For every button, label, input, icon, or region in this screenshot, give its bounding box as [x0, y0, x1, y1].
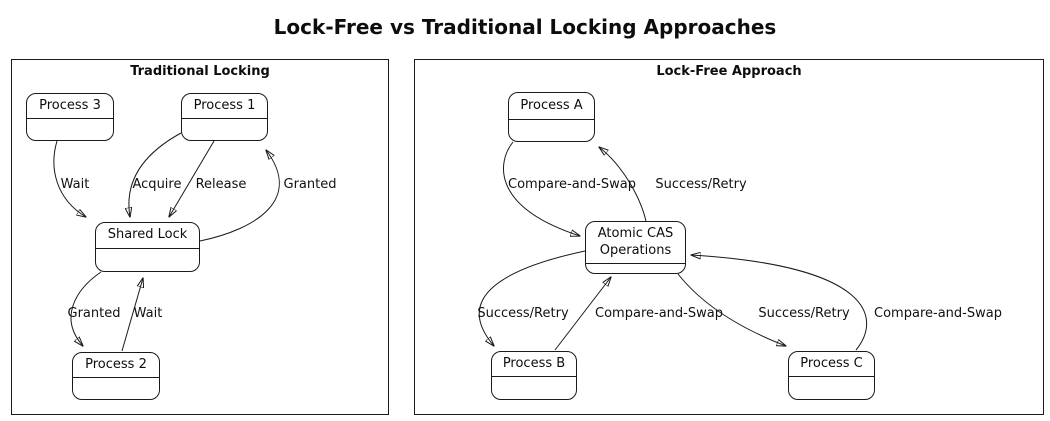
node-shared-lock: Shared Lock	[95, 222, 200, 272]
node-label: Process B	[502, 355, 566, 371]
node-process-a: Process A	[508, 92, 595, 142]
node-atomic-cas-operations: Atomic CAS Operations	[585, 221, 686, 274]
node-process-1: Process 1	[181, 93, 268, 141]
node-process-2: Process 2	[72, 352, 160, 400]
node-label: Process 3	[39, 97, 101, 113]
page-title: Lock-Free vs Traditional Locking Approac…	[273, 15, 777, 39]
node-label: Process A	[520, 97, 583, 113]
node-label-line2: Operations	[599, 242, 672, 258]
node-label: Process 2	[85, 356, 147, 372]
node-label-line1: Atomic CAS	[597, 226, 674, 242]
node-process-3: Process 3	[26, 93, 114, 141]
node-label: Process C	[800, 355, 863, 371]
panel-lock-free-title: Lock-Free Approach	[656, 64, 802, 79]
node-label: Process 1	[193, 97, 256, 113]
node-process-b: Process B	[491, 351, 577, 400]
node-label: Shared Lock	[107, 227, 188, 243]
node-process-c: Process C	[788, 351, 875, 400]
panel-traditional-locking-title: Traditional Locking	[130, 64, 270, 79]
